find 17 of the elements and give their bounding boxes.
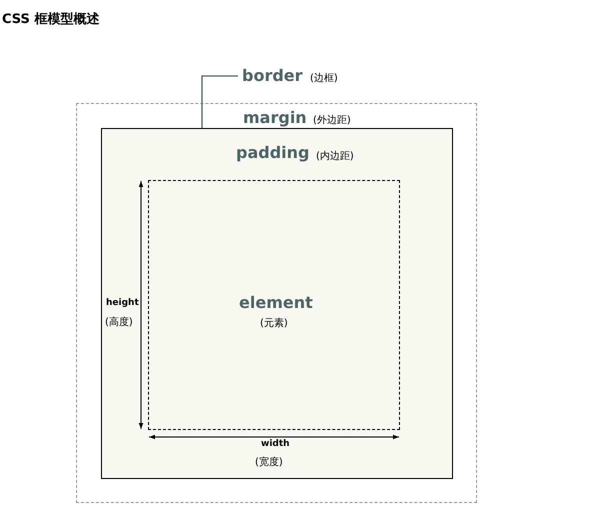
node-label: margin [243, 108, 307, 127]
dimension-label: height [106, 298, 139, 308]
node-sublabel: (外边距) [313, 114, 351, 127]
margin-area-box [76, 103, 477, 503]
node-sublabel: (内边距) [316, 150, 354, 163]
dimension-label: width [261, 439, 290, 449]
content-box [148, 180, 400, 430]
leader-line [201, 75, 238, 128]
title: CSS 框模型概述 [2, 11, 100, 28]
node-label: element [239, 293, 313, 312]
node-label: padding [236, 143, 310, 162]
node-sublabel: (元素) [260, 316, 288, 330]
dimension-label: (高度) [105, 316, 133, 329]
border-box [101, 128, 453, 479]
node-sublabel: (边框) [310, 72, 338, 85]
dimension-label: (宽度) [255, 456, 283, 469]
node-label: border [242, 66, 303, 85]
